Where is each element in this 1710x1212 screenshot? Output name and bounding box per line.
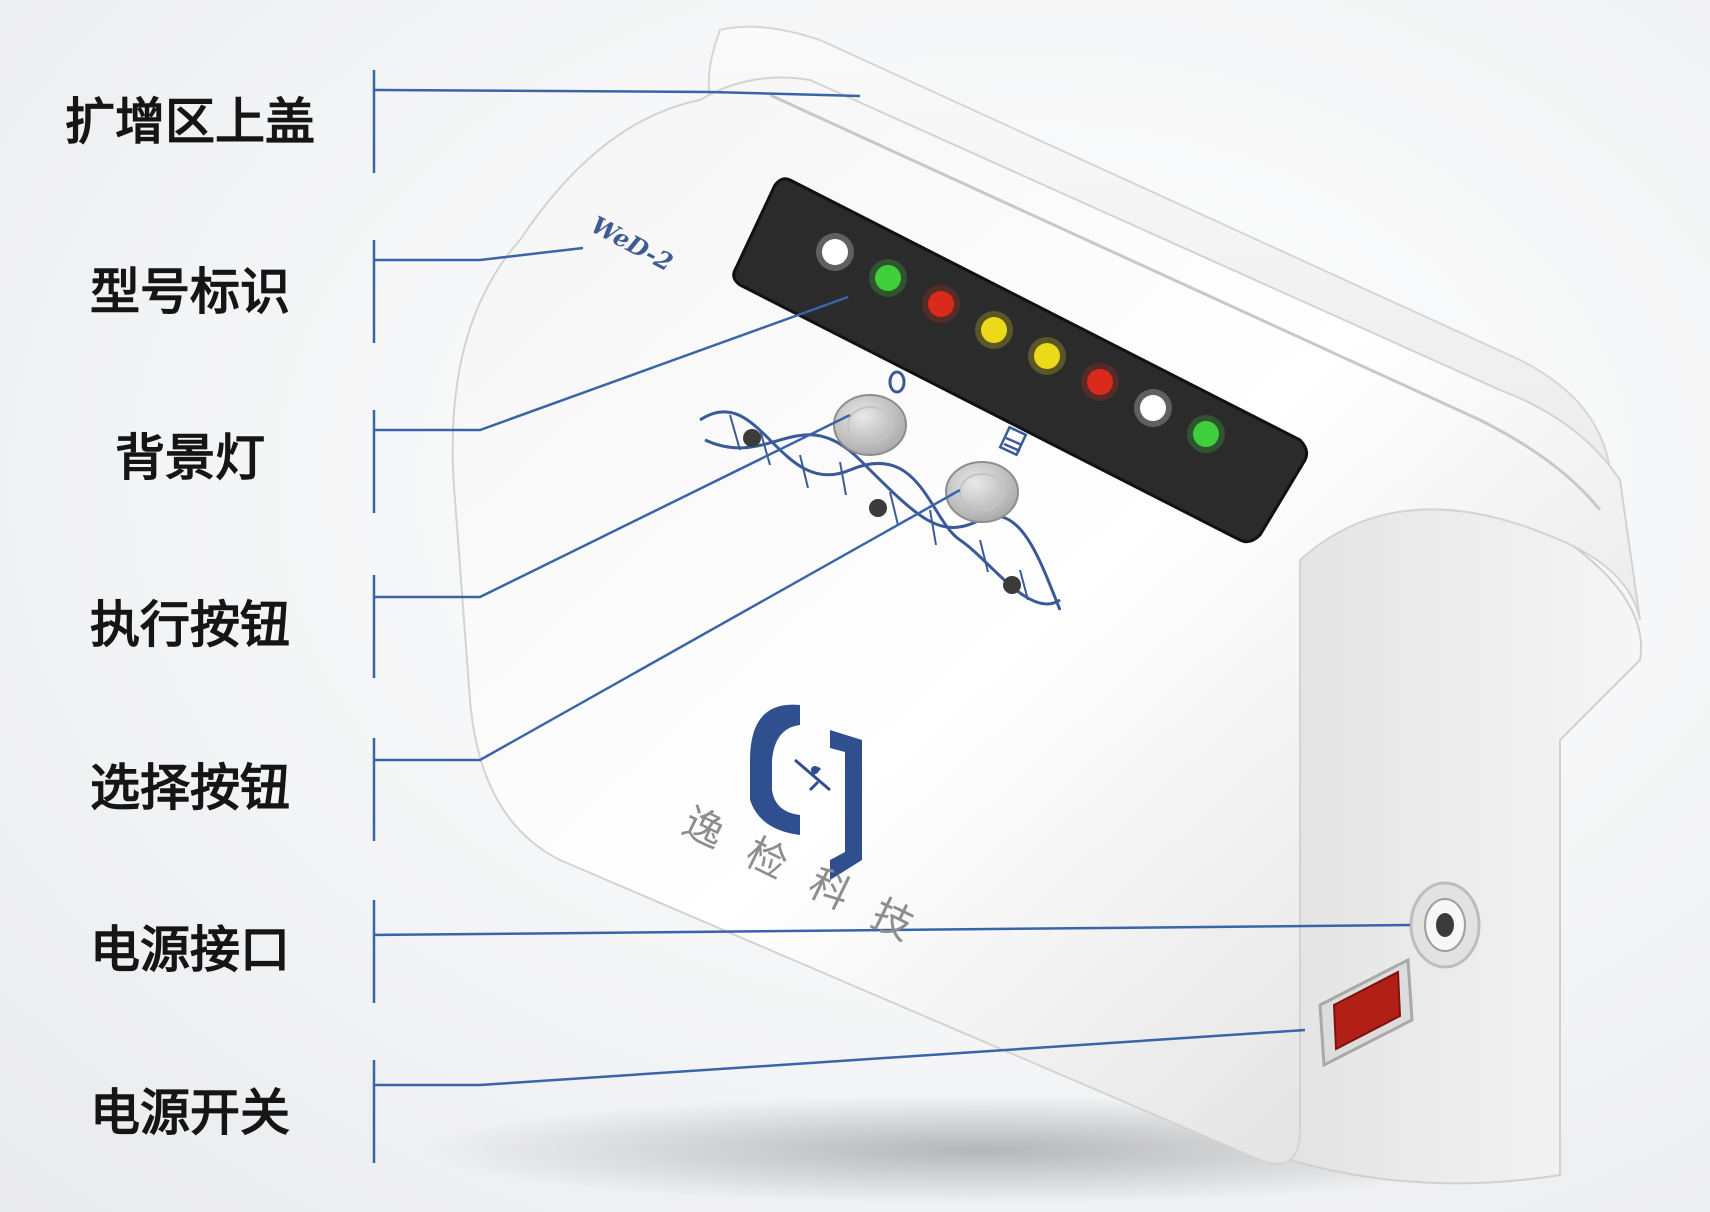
dna-dot xyxy=(869,499,887,517)
select-button[interactable] xyxy=(945,461,1019,523)
dna-dot xyxy=(743,429,761,447)
dna-helix-decoration xyxy=(699,410,1062,611)
indicator-light-green xyxy=(1193,421,1219,447)
dna-dot xyxy=(1003,576,1021,594)
label-model-mark: 型号标识 xyxy=(90,263,290,321)
lid-seam xyxy=(769,93,1602,511)
power-jack[interactable] xyxy=(1409,881,1481,969)
indicator-light-yellow xyxy=(1034,343,1060,369)
device-side-face xyxy=(1259,468,1642,1185)
device-body xyxy=(451,76,1641,1165)
indicator-light-red xyxy=(1087,369,1113,395)
indicator-light-green xyxy=(875,265,901,291)
callout-leaders xyxy=(372,70,1411,1163)
brand-logo xyxy=(750,704,862,880)
label-power-jack: 电源接口 xyxy=(90,921,290,979)
indicator-light-yellow xyxy=(981,317,1007,343)
label-power-switch: 电源开关 xyxy=(90,1084,290,1142)
indicator-light-white xyxy=(822,239,848,265)
label-execute-button: 执行按钮 xyxy=(90,596,290,654)
execute-button[interactable] xyxy=(833,394,907,456)
indicator-light-red xyxy=(928,291,954,317)
power-symbol-icon xyxy=(888,370,906,394)
label-backlight: 背景灯 xyxy=(115,429,265,487)
indicator-panel xyxy=(732,177,1309,544)
select-symbol-icon xyxy=(998,425,1028,457)
indicator-light-white xyxy=(1140,395,1166,421)
power-switch[interactable] xyxy=(1318,957,1414,1068)
label-amplification-lid: 扩增区上盖 xyxy=(65,93,315,151)
label-select-button: 选择按钮 xyxy=(90,759,290,817)
